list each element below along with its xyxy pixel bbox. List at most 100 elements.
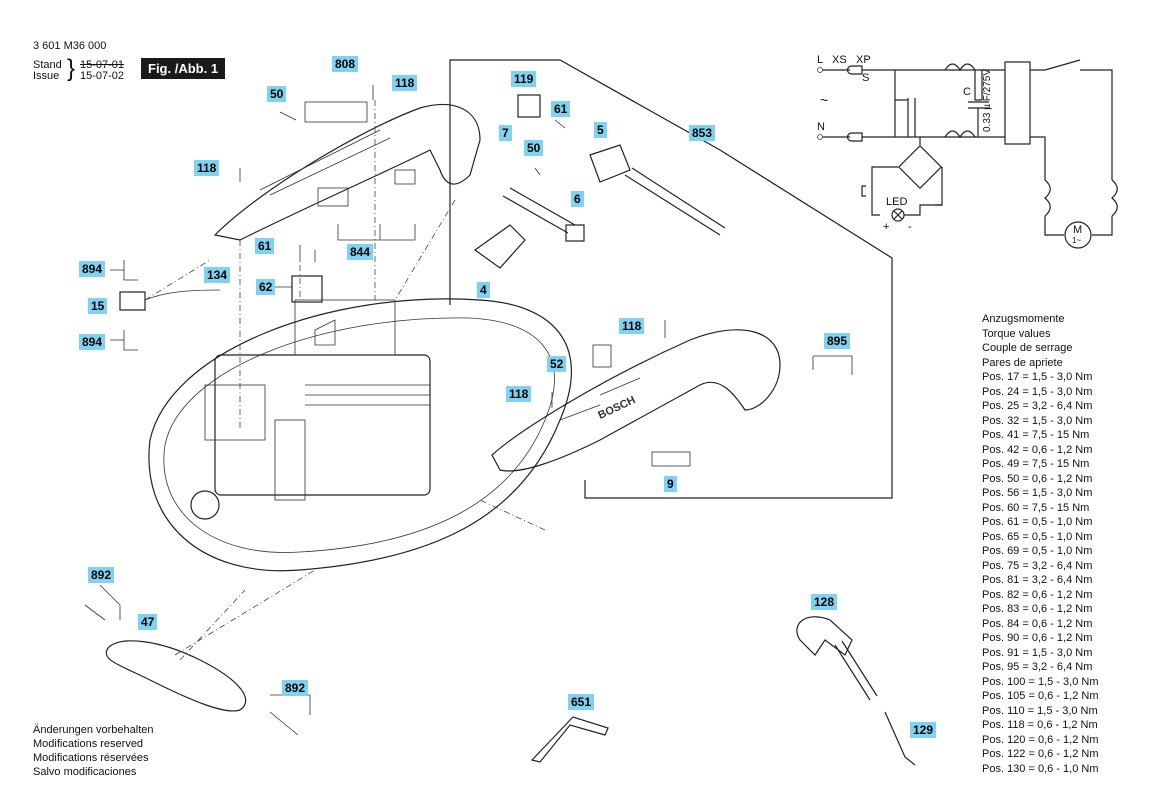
callout-61-top: 61 — [551, 101, 571, 117]
switch-15 — [119, 291, 146, 311]
hex-key-129 — [884, 711, 916, 766]
torque-row: Pos. 105 = 0,6 - 1,2 Nm — [982, 690, 1099, 702]
schematic-plus: + — [883, 221, 890, 233]
cap-52 — [592, 344, 612, 368]
callout-118-left: 118 — [194, 160, 220, 176]
callout-129: 129 — [910, 722, 937, 738]
torque-table: Anzugsmomente Torque values Couple de se… — [982, 312, 1098, 776]
schematic-label-xs: XS — [832, 54, 847, 66]
torque-row: Pos. 122 = 0,6 - 1,2 Nm — [982, 748, 1099, 760]
schematic-label-l: L — [817, 54, 824, 66]
torque-row: Pos. 25 = 3,2 - 6,4 Nm — [982, 400, 1093, 412]
stand-label: Stand — [33, 59, 62, 71]
stand-date: 15-07-01 — [80, 59, 125, 71]
callout-895: 895 — [824, 333, 851, 349]
callout-119: 119 — [511, 71, 537, 87]
callout-808: 808 — [332, 56, 359, 72]
note-line: Modifications réservées — [33, 752, 149, 764]
terminal-block-62 — [291, 275, 323, 303]
torque-row: Pos. 82 = 0,6 - 1,2 Nm — [982, 588, 1093, 601]
torque-row: Pos. 17 = 1,5 - 3,0 Nm — [982, 371, 1093, 383]
callout-61-mid: 61 — [255, 238, 275, 254]
schematic-label-c: C — [963, 86, 971, 98]
schematic-minus: - — [908, 221, 912, 233]
front-handle-47 — [105, 640, 247, 712]
callout-651: 651 — [568, 694, 595, 710]
wiring-schematic — [817, 59, 1118, 249]
torque-row: Pos. 130 = 0,6 - 1,0 Nm — [982, 762, 1099, 775]
power-cord — [589, 144, 726, 236]
callout-52: 52 — [547, 356, 567, 372]
square-nut — [565, 224, 585, 242]
callout-894-bottom: 894 — [79, 334, 106, 350]
torque-heading: Torque values — [982, 327, 1051, 340]
callout-853: 853 — [689, 125, 716, 141]
callout-128: 128 — [811, 594, 838, 610]
torque-row: Pos. 42 = 0,6 - 1,2 Nm — [982, 443, 1093, 456]
figure-label: Fig. /Abb. 1 — [141, 58, 226, 79]
torque-row: Pos. 90 = 0,6 - 1,2 Nm — [982, 632, 1093, 644]
torque-row: Pos. 110 = 1,5 - 3,0 Nm — [982, 704, 1098, 717]
callout-6: 6 — [571, 191, 584, 207]
saw-body — [148, 298, 572, 572]
schematic-ac-symbol: ~ — [820, 92, 829, 108]
clamp-128 — [796, 616, 853, 656]
callout-892-left: 892 — [88, 567, 115, 583]
callout-118-right: 118 — [619, 318, 645, 334]
callout-9: 9 — [664, 476, 677, 492]
torque-row: Pos. 24 = 1,5 - 3,0 Nm — [982, 385, 1093, 398]
schematic-label-n: N — [817, 121, 825, 133]
callout-50-left: 50 — [267, 86, 287, 102]
rear-handle — [491, 329, 781, 472]
schematic-label-s: S — [862, 72, 870, 84]
torque-heading: Anzugsmomente — [982, 313, 1065, 325]
torque-row: Pos. 91 = 1,5 - 3,0 Nm — [982, 646, 1093, 659]
callout-894-top: 894 — [79, 261, 106, 277]
callout-134: 134 — [204, 267, 231, 283]
torque-row: Pos. 75 = 3,2 - 6,4 Nm — [982, 559, 1093, 572]
torque-row: Pos. 41 = 7,5 - 15 Nm — [982, 429, 1090, 441]
callout-62: 62 — [256, 279, 276, 295]
tube-6 — [502, 187, 576, 234]
callout-leaders — [99, 224, 853, 715]
torque-row: Pos. 69 = 0,5 - 1,0 Nm — [982, 545, 1093, 557]
screws — [84, 85, 666, 736]
note-line: Modifications reserved — [33, 738, 144, 750]
bracket-853-outline — [449, 59, 893, 499]
callout-892-right: 892 — [282, 680, 309, 696]
torque-row: Pos. 32 = 1,5 - 3,0 Nm — [982, 414, 1093, 427]
callout-118-top: 118 — [392, 75, 418, 91]
torque-row: Pos. 120 = 0,6 - 1,2 Nm — [982, 733, 1099, 746]
torque-row: Pos. 83 = 0,6 - 1,2 Nm — [982, 603, 1093, 615]
brace-glyph: } — [67, 55, 76, 82]
torque-heading: Pares de apriete — [982, 356, 1063, 369]
label-808 — [304, 101, 368, 123]
torque-row: Pos. 100 = 1,5 - 3,0 Nm — [982, 675, 1099, 688]
note-line: Salvo modificaciones — [33, 766, 137, 778]
issue-date: 15-07-02 — [80, 70, 125, 82]
wire-134 — [144, 289, 221, 301]
note-line: Änderungen vorbehalten — [33, 724, 154, 736]
torque-row: Pos. 95 = 3,2 - 6,4 Nm — [982, 661, 1093, 673]
torque-row: Pos. 65 = 0,5 - 1,0 Nm — [982, 530, 1093, 543]
hex-key-651 — [530, 716, 609, 763]
schematic-cap-value: 0.33 µ F/275V — [982, 68, 993, 132]
top-housing — [213, 104, 481, 241]
schematic-label-xp: XP — [856, 54, 871, 66]
torque-row: Pos. 118 = 0,6 - 1,2 Nm — [982, 719, 1098, 731]
torque-row: Pos. 81 = 3,2 - 6,4 Nm — [982, 574, 1093, 586]
terminal-119 — [517, 94, 541, 118]
callout-5: 5 — [594, 122, 607, 138]
torque-row: Pos. 50 = 0,6 - 1,2 Nm — [982, 472, 1093, 485]
torque-heading: Couple de serrage — [982, 342, 1073, 354]
assembly-lines — [144, 100, 546, 661]
torque-row: Pos. 56 = 1,5 - 3,0 Nm — [982, 487, 1093, 499]
torque-row: Pos. 61 = 0,5 - 1,0 Nm — [982, 516, 1093, 528]
callout-7: 7 — [499, 125, 512, 141]
callout-50-right: 50 — [524, 140, 544, 156]
callout-118-lower: 118 — [506, 386, 532, 402]
switch-4 — [473, 224, 526, 269]
callout-15: 15 — [88, 298, 108, 314]
schematic-led-label: LED — [886, 196, 908, 208]
